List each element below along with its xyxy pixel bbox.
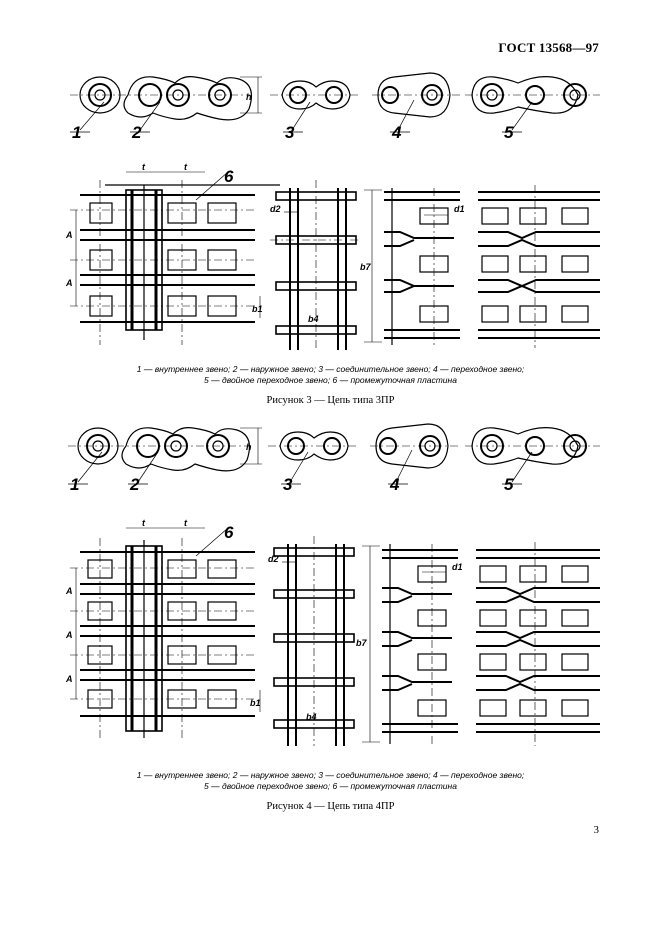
callout-3: 3 xyxy=(283,475,293,494)
dim-b4: b4 xyxy=(306,712,317,722)
plan-view-double-transition xyxy=(476,542,600,746)
standard-header: ГОСТ 13568—97 xyxy=(498,40,599,55)
dim-A-1: A xyxy=(65,230,73,240)
plan-view-middle xyxy=(273,536,355,746)
callout-3: 3 xyxy=(285,123,295,142)
plan-view-double-transition xyxy=(478,185,600,348)
dim-b1: b1 xyxy=(250,698,261,708)
dim-t-2: t xyxy=(184,518,188,528)
legend-line-2: 5 — двойное переходное звено; 6 — промеж… xyxy=(204,375,457,385)
dim-A-1: A xyxy=(65,586,73,596)
legend-line-1: 1 — внутреннее звено; 2 — наружное звено… xyxy=(136,770,525,780)
dim-d2: d2 xyxy=(268,554,279,564)
dim-b1: b1 xyxy=(252,304,263,314)
callout-2: 2 xyxy=(131,123,142,142)
plan-view-left xyxy=(70,527,261,740)
callout-1: 1 xyxy=(70,475,79,494)
dim-b7: b7 xyxy=(356,638,367,648)
figure-4-legend: 1 — внутреннее звено; 2 — наружное звено… xyxy=(0,770,661,792)
callout-5: 5 xyxy=(504,123,514,142)
outer-link-view xyxy=(123,76,252,121)
dim-d1: d1 xyxy=(454,204,465,214)
dim-h: h xyxy=(246,442,252,452)
transition-link-view xyxy=(375,423,449,469)
legend-line-1: 1 — внутреннее звено; 2 — наружное звено… xyxy=(136,364,525,374)
figure-3-drawing: 1 2 3 4 5 6 h t t A A b1 b4 b7 d1 d2 xyxy=(65,72,600,350)
dim-t-1: t xyxy=(142,518,146,528)
dim-h: h xyxy=(246,92,252,102)
callout-4: 4 xyxy=(391,123,402,142)
callout-6: 6 xyxy=(224,167,234,186)
callout-4: 4 xyxy=(389,475,400,494)
page-number: 3 xyxy=(593,824,600,836)
dim-t-1: t xyxy=(142,162,146,172)
figure-3-title: Рисунок 3 — Цепь типа 3ПР xyxy=(266,395,395,406)
plan-view-transition xyxy=(382,544,458,744)
callout-5: 5 xyxy=(504,475,514,494)
dim-b4: b4 xyxy=(308,314,319,324)
outer-link-view xyxy=(121,427,250,472)
plan-view-left xyxy=(70,171,280,345)
dim-t-2: t xyxy=(184,162,188,172)
plan-view-transition xyxy=(384,188,460,345)
dim-d2: d2 xyxy=(270,204,281,214)
figure-4-drawing: 1 2 3 4 5 6 h t t A A A b1 b4 b7 d1 d2 xyxy=(65,423,600,746)
legend-line-2: 5 — двойное переходное звено; 6 — промеж… xyxy=(204,781,457,791)
dim-d1: d1 xyxy=(452,562,463,572)
callout-6: 6 xyxy=(224,523,234,542)
callout-1: 1 xyxy=(72,123,81,142)
dim-A-2: A xyxy=(65,278,73,288)
dim-A-3: A xyxy=(65,674,73,684)
figure-3-legend: 1 — внутреннее звено; 2 — наружное звено… xyxy=(0,364,661,386)
dim-A-2: A xyxy=(65,630,73,640)
plan-view-middle xyxy=(270,180,360,350)
callout-2: 2 xyxy=(129,475,140,494)
dim-b7: b7 xyxy=(360,262,371,272)
figure-4-title: Рисунок 4 — Цепь типа 4ПР xyxy=(266,801,395,812)
